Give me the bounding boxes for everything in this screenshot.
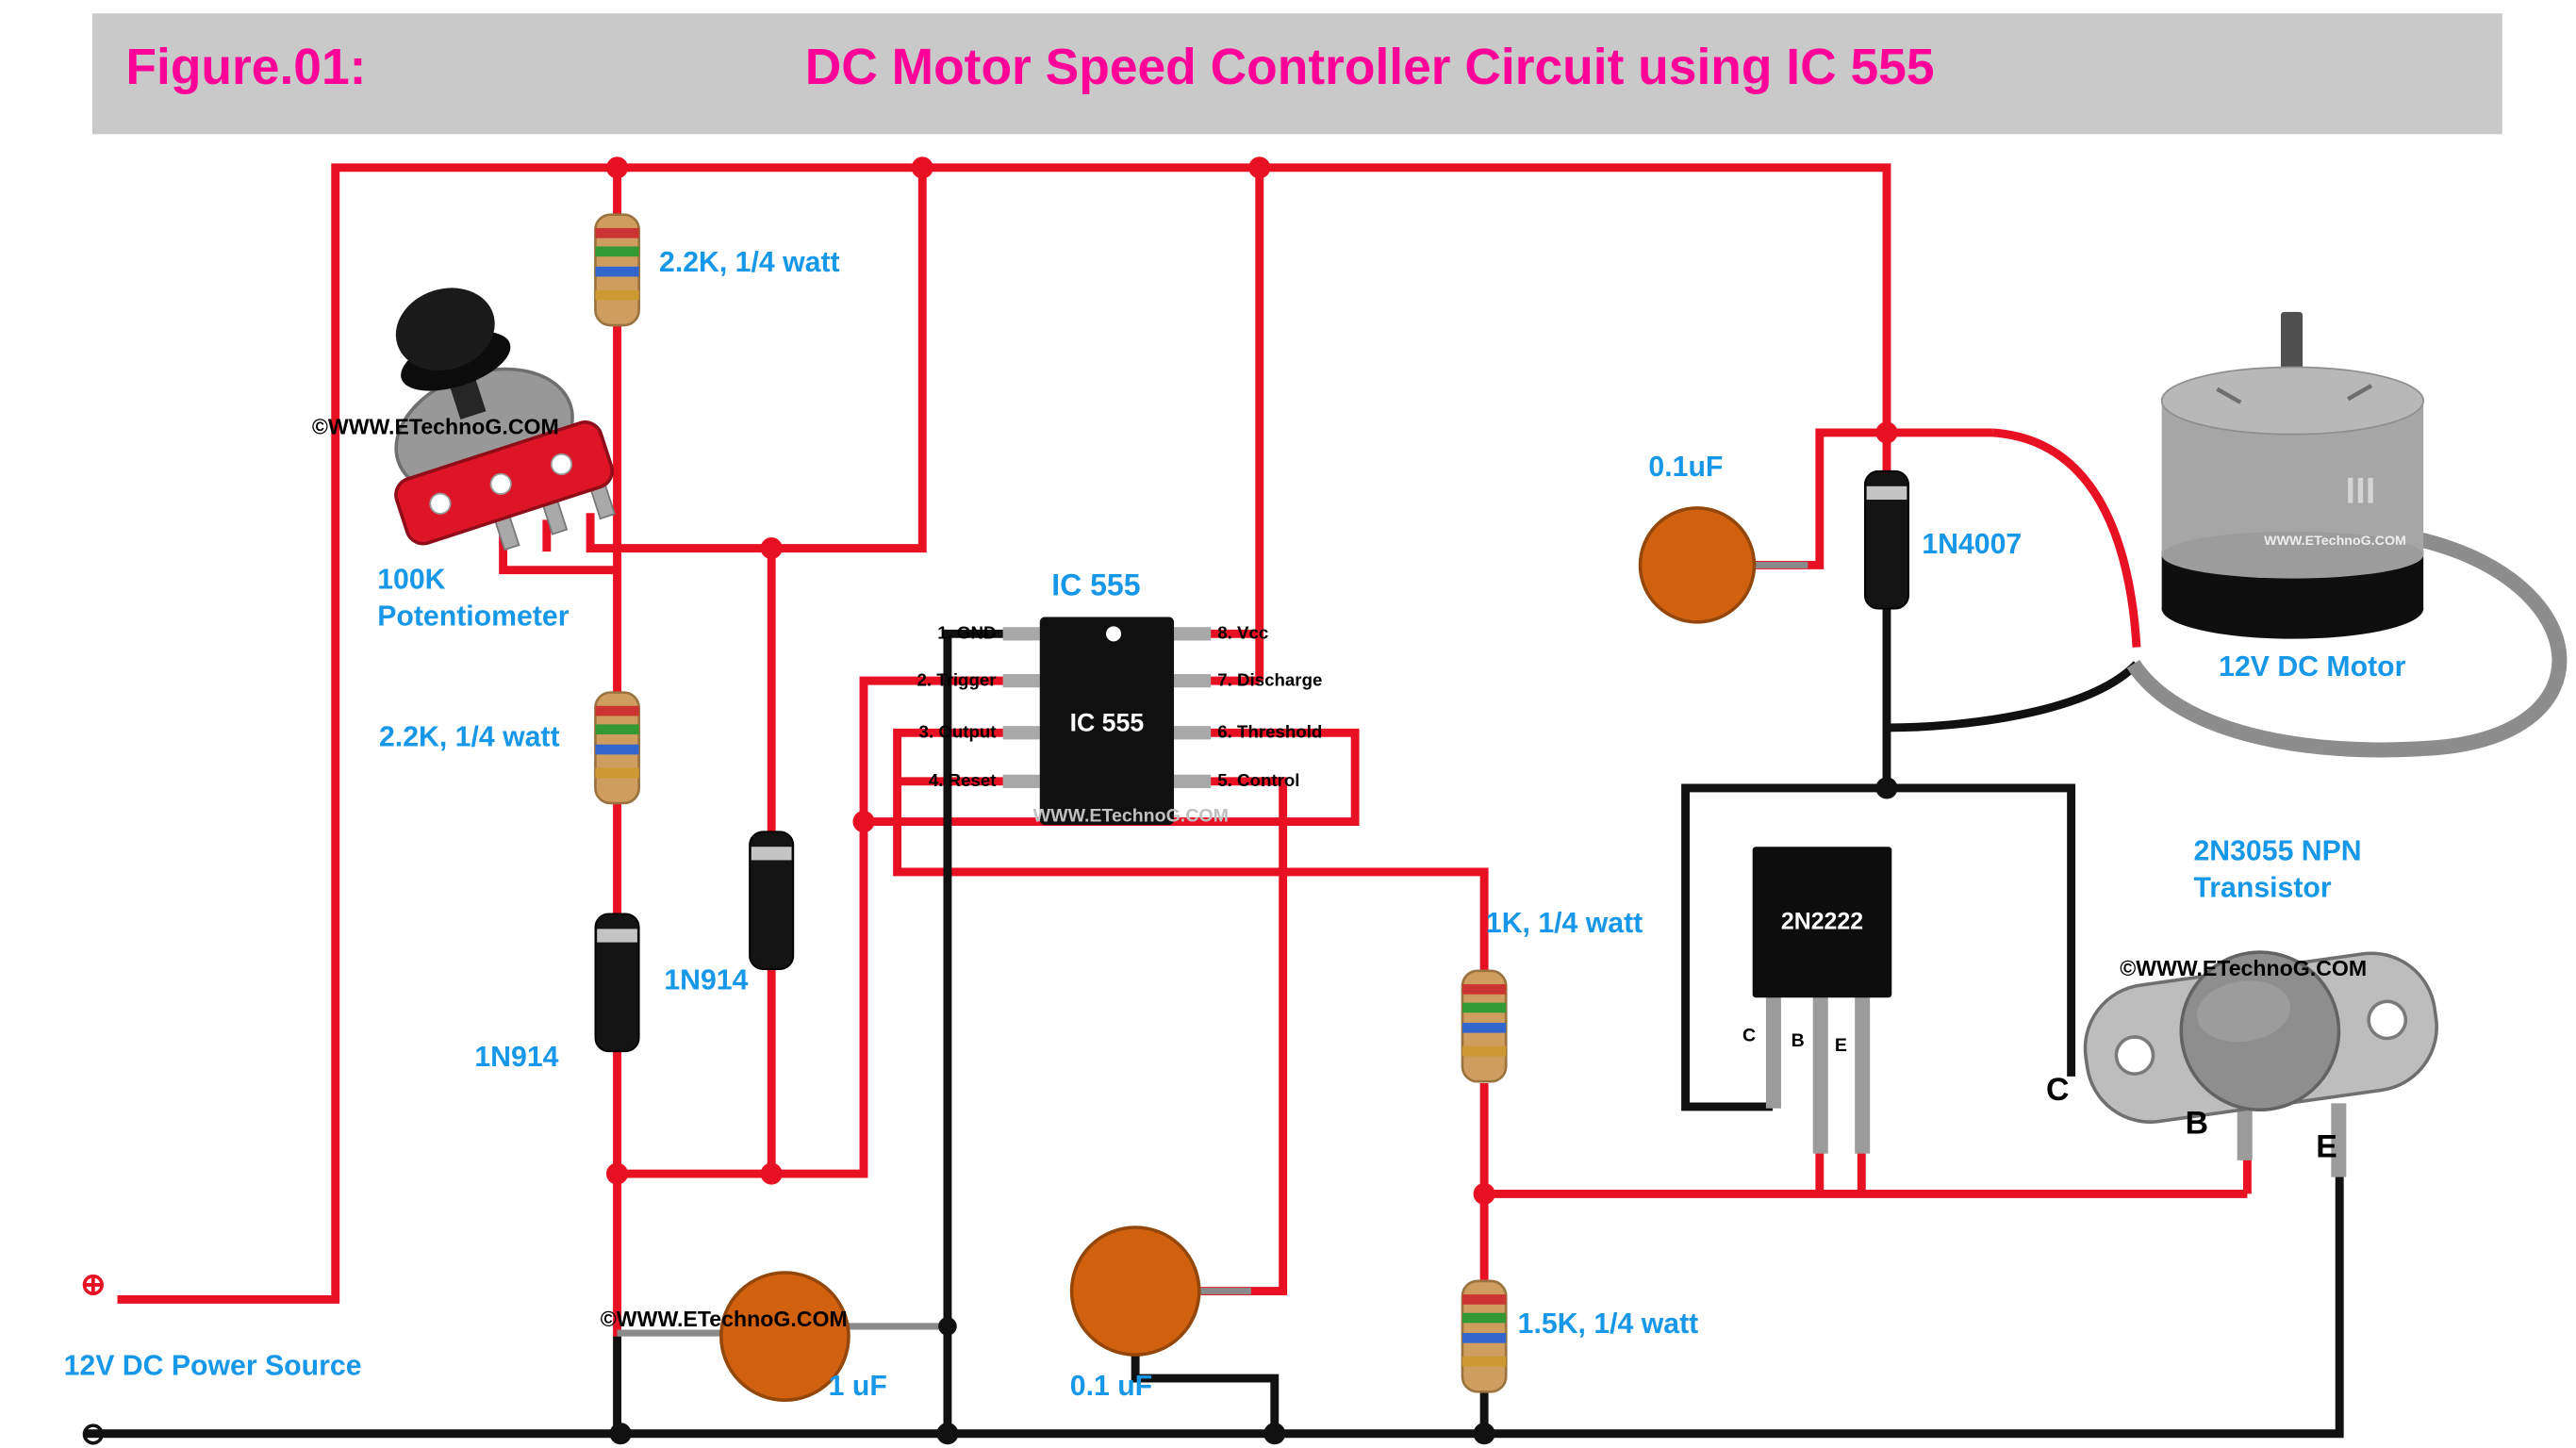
ic-pin6-label: 6. Threshold	[1217, 722, 1323, 743]
resistor-2.2k-mid-label: 2.2K, 1/4 watt	[378, 720, 560, 753]
diode-1n914-right-label: 1N914	[664, 963, 749, 996]
wire-output	[893, 728, 1489, 973]
transistor-2n3055	[2083, 950, 2438, 1177]
junction-dots-red	[605, 156, 1898, 1205]
wire-pot-right-vcc	[586, 167, 927, 553]
ic-pin1-label: 1. GND	[937, 623, 997, 644]
potentiometer-label: 100K Potentiometer	[377, 563, 570, 633]
component-leads	[617, 561, 1808, 1337]
potentiometer	[394, 288, 617, 551]
negative-terminal: ⊖	[80, 1416, 107, 1448]
capacitor-1uf	[719, 1271, 850, 1402]
wire-motor-negative	[1886, 661, 2140, 732]
transistor-2n2222	[1752, 847, 1892, 1154]
resistor-1k-label: 1K, 1/4 watt	[1485, 907, 1643, 940]
diode-1n4007-label: 1N4007	[1922, 528, 2023, 561]
dc-motor	[2160, 311, 2425, 639]
q2-collector-letter: C	[2045, 1073, 2070, 1109]
transistor-2n2222-text: 2N2222	[1780, 907, 1864, 934]
wire-q1-collector	[1681, 783, 1887, 1111]
capacitor-0.1uf-top-label: 0.1uF	[1648, 451, 1724, 484]
ic-555-label: IC 555	[1051, 568, 1141, 602]
wire-motor-positive	[1991, 428, 2141, 648]
figure-number: Figure.01:	[125, 40, 367, 96]
watermark-2n3055: ©WWW.ETechnoG.COM	[2120, 955, 2368, 981]
resistor-2.2k-mid	[594, 691, 640, 805]
ic-pin5-label: 5. Control	[1217, 771, 1300, 792]
ic-pin4-label: 4. Reset	[928, 771, 997, 792]
motor-cable	[2126, 532, 2568, 758]
wire-ground-rail	[83, 1120, 2344, 1439]
wire-control	[1197, 777, 1288, 1296]
diode-1n914-right	[749, 831, 795, 970]
capacitor-0.1uf-bottom-label: 0.1 uF	[1069, 1370, 1153, 1402]
resistor-2.2k-top	[594, 213, 640, 327]
negative-wires	[83, 600, 2344, 1439]
diode-1n4007	[1863, 469, 1909, 610]
ic-555-chip	[1002, 617, 1212, 826]
q2-emitter-letter: E	[2316, 1129, 2337, 1166]
power-source-label: 12V DC Power Source	[63, 1349, 362, 1382]
transistor-2n3055-label: 2N3055 NPN Transistor	[2193, 834, 2362, 904]
capacitor-1uf-label: 1 uF	[828, 1370, 887, 1402]
wire-q2-collector	[1886, 783, 2076, 1077]
motor-label: 12V DC Motor	[2219, 650, 2406, 683]
wire-positive-rail	[117, 163, 1891, 1304]
q1-collector-letter: C	[1742, 1026, 1757, 1046]
watermark-ic: WWW.ETechnoG.COM	[1032, 806, 1229, 827]
q1-emitter-letter: E	[1834, 1036, 1847, 1057]
resistor-1.5k	[1461, 1279, 1508, 1393]
title-bar: Figure.01: DC Motor Speed Controller Cir…	[91, 13, 2502, 135]
ic-pin8-label: 8. Vcc	[1217, 623, 1269, 644]
watermark-potentiometer: ©WWW.ETechnoG.COM	[311, 414, 559, 440]
ic-pin3-label: 3. Output	[918, 722, 997, 743]
q2-base-letter: B	[2185, 1106, 2209, 1143]
junction-dots-black	[609, 777, 1898, 1445]
wire-ic-gnd	[943, 629, 1007, 1434]
watermark-motor: WWW.ETechnoG.COM	[2264, 533, 2406, 549]
diode-1n914-left-label: 1N914	[474, 1041, 559, 1074]
resistor-2.2k-top-label: 2.2K, 1/4 watt	[659, 246, 840, 279]
ic-pin7-label: 7. Discharge	[1217, 670, 1323, 691]
capacitor-0.1uf-bottom	[1069, 1226, 1201, 1357]
q1-base-letter: B	[1791, 1030, 1805, 1052]
ic-pin2-label: 2. Trigger	[916, 670, 997, 691]
resistor-1.5k-label: 1.5K, 1/4 watt	[1517, 1308, 1699, 1341]
watermark-cap1: ©WWW.ETechnoG.COM	[600, 1306, 848, 1332]
wire-cap2-gnd	[1131, 1351, 1280, 1434]
diode-1n914-left	[594, 913, 640, 1053]
ic-555-chip-text: IC 555	[1069, 709, 1145, 738]
wire-trigger	[617, 676, 1007, 1178]
page-title: DC Motor Speed Controller Circuit using …	[804, 40, 1935, 96]
positive-terminal: ⊕	[80, 1267, 107, 1302]
resistor-1k	[1461, 969, 1508, 1083]
capacitor-0.1uf-top	[1638, 506, 1757, 624]
